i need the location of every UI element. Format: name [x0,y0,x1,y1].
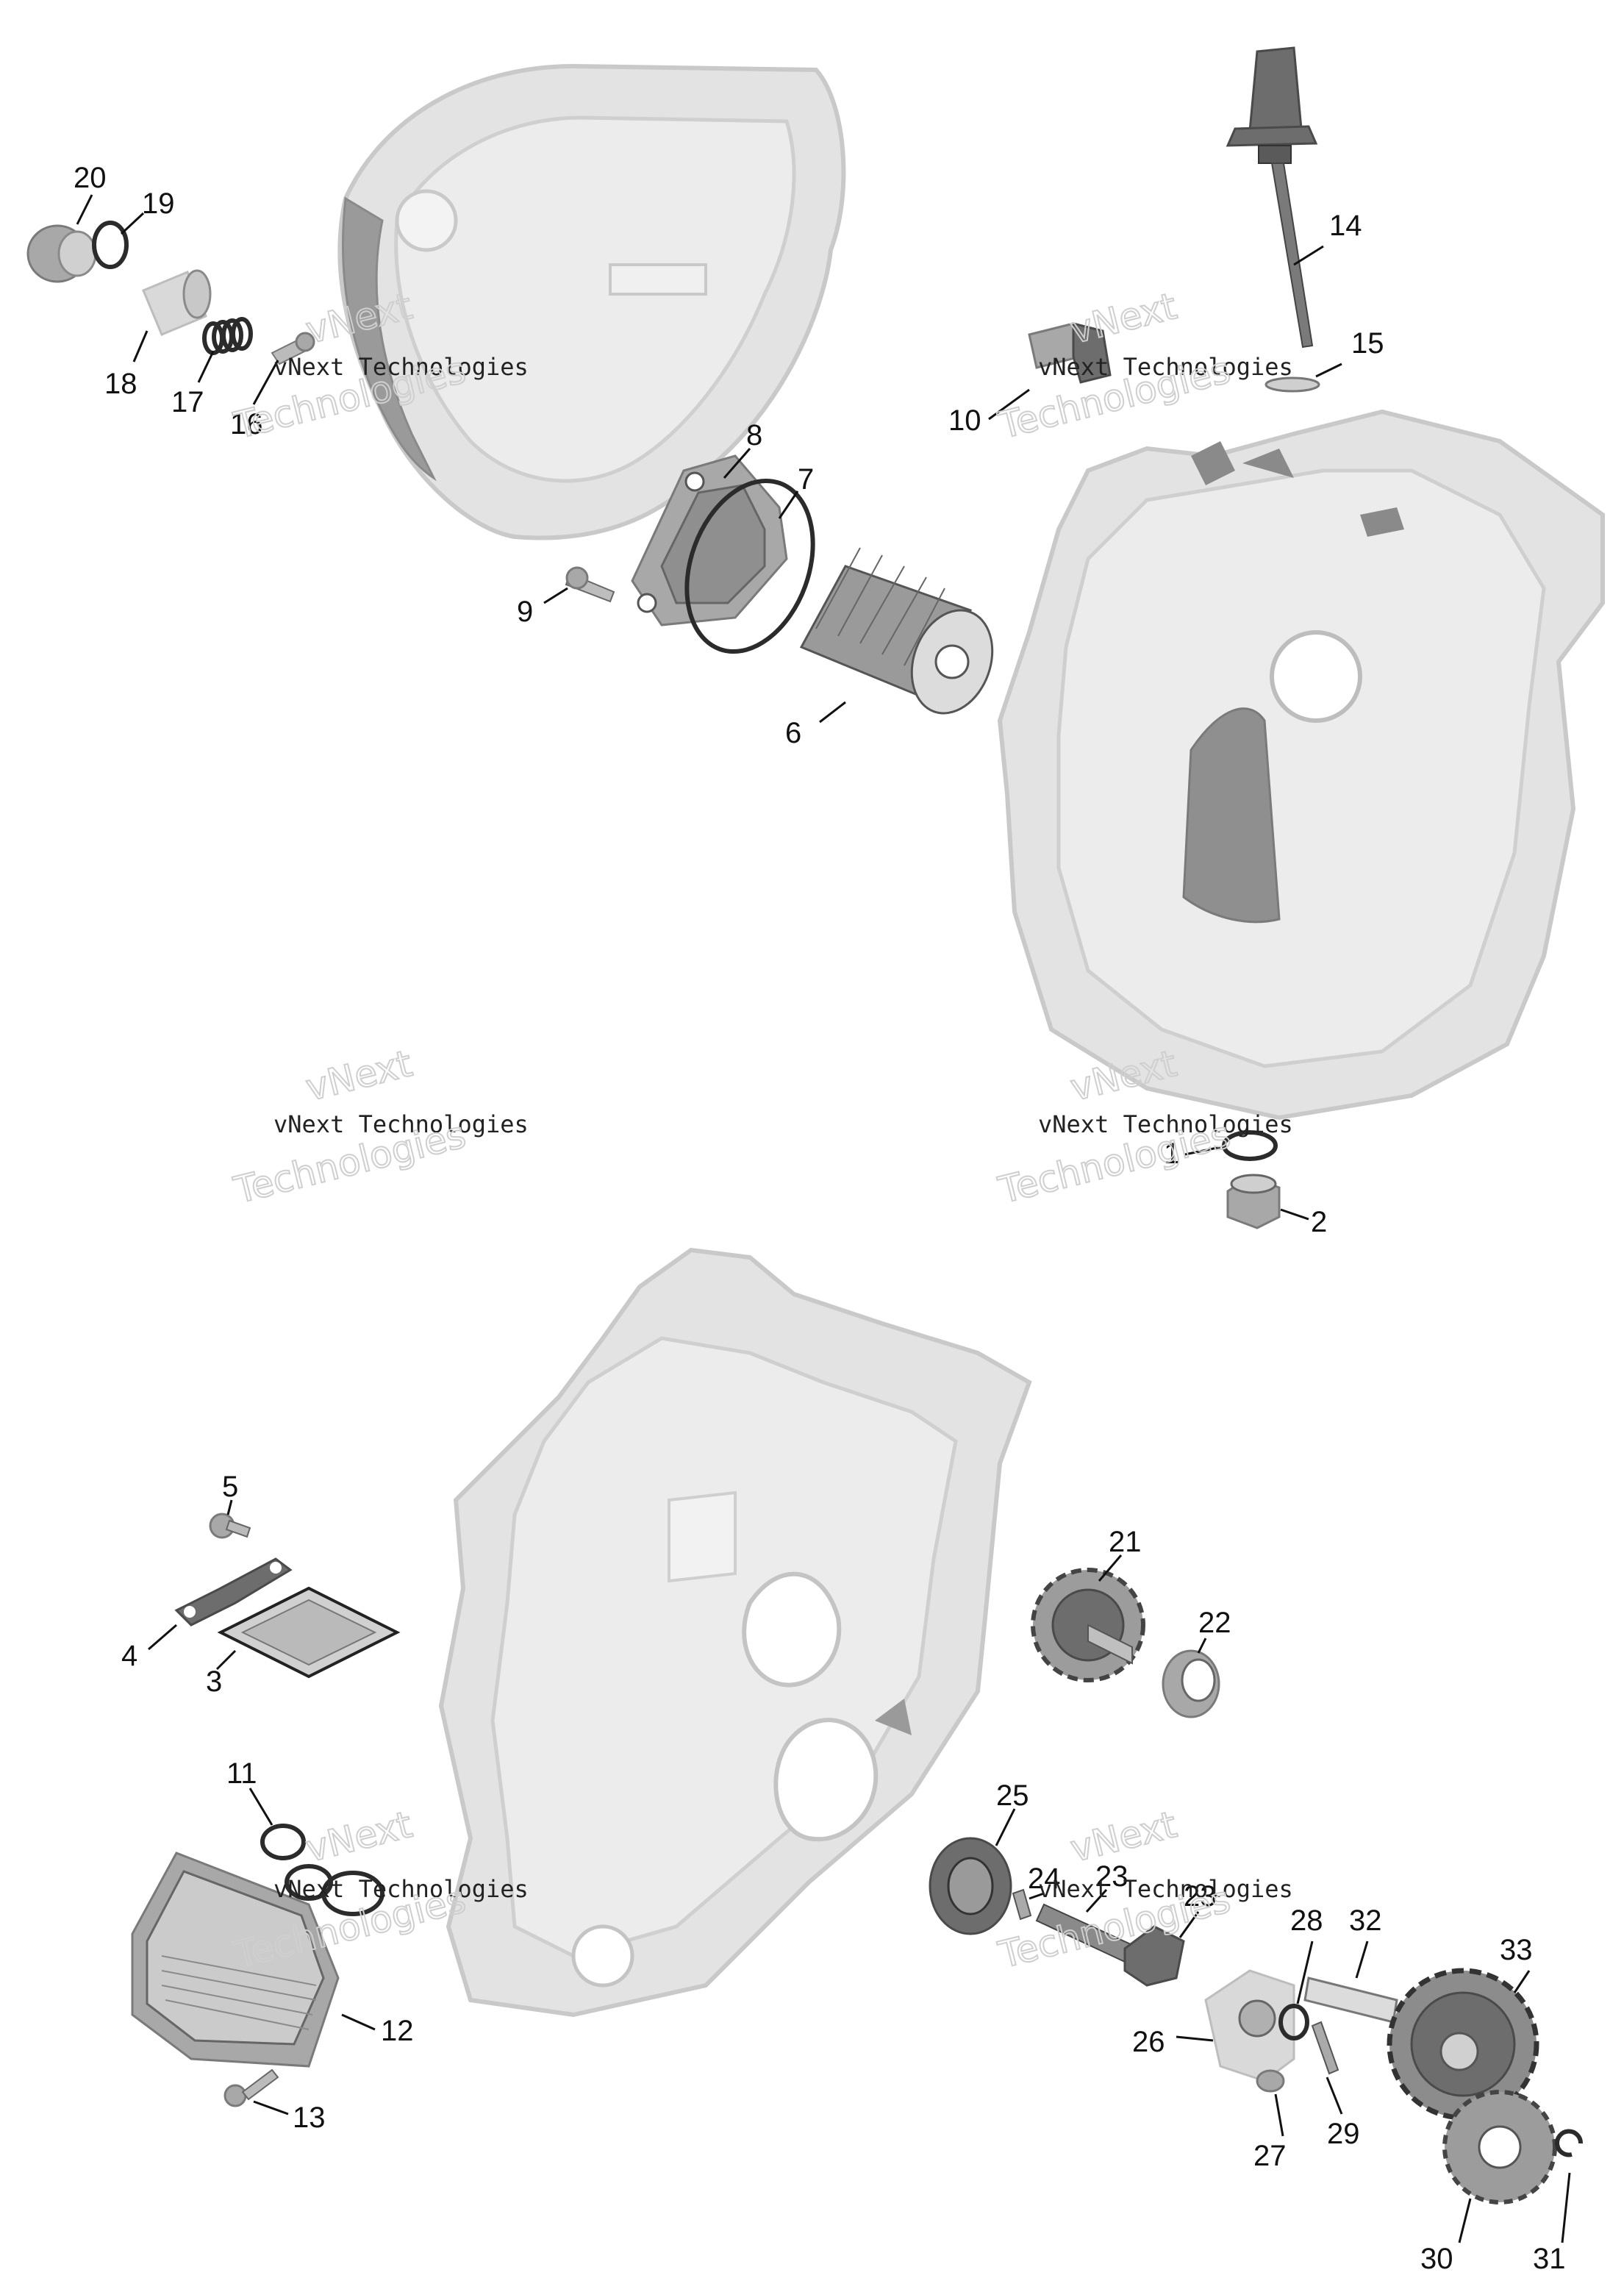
callout-26: 26 [1132,2026,1165,2058]
watermark-mid-left: vNext vNext Technologies Technologies [229,1041,529,1213]
part-2-drain-plug [1226,1174,1281,1229]
part-27-bolt [1256,2069,1285,2093]
callout-32: 32 [1349,1904,1382,1937]
callout-5: 5 [222,1471,238,1503]
part-30-pump-gear [1442,2090,1557,2204]
callout-21: 21 [1109,1526,1142,1558]
callout-6: 6 [785,717,801,749]
callout-17: 17 [171,386,204,418]
part-20-plug-cap [26,224,97,283]
part-26-pump-cover [1204,1969,1295,2082]
svg-text:vNext Technologies: vNext Technologies [1038,353,1293,381]
callout-33: 33 [1500,1934,1533,1966]
part-11-o-rings [260,1824,384,1916]
part-1-o-ring [1222,1130,1278,1161]
part-16-valve [271,332,315,365]
part-13-bolt [223,2068,279,2107]
part-7-o-ring [684,478,815,654]
callout-9: 9 [517,596,533,628]
part-19-o-ring [92,221,129,269]
svg-text:vNext Technologies: vNext Technologies [1038,1110,1293,1138]
part-18-sleeve [142,269,212,336]
callout-15: 15 [1351,327,1384,360]
part-28-washer [1278,2004,1309,2040]
callout-20: 20 [74,162,107,194]
callout-25: 25 [996,1779,1029,1812]
callout-29: 29 [1327,2118,1360,2150]
part-14-dipstick [1226,46,1318,349]
callout-19: 19 [142,188,175,220]
part-23b-inner-rotor [1123,1925,1185,1987]
svg-text:vNext Technologies: vNext Technologies [273,1110,529,1138]
callout-1: 1 [1164,1138,1180,1170]
callout-3: 3 [206,1665,222,1698]
callout-23b: 23 [1184,1880,1217,1913]
callout-7: 7 [798,463,814,496]
part-31-circlip [1555,2129,1584,2157]
part-10-sensor [1028,322,1112,384]
callout-23: 23 [1095,1860,1128,1893]
callout-13: 13 [293,2102,326,2134]
callout-18: 18 [104,368,137,400]
callout-labels: 20 19 18 17 16 8 7 9 6 10 14 15 1 2 5 4 … [74,162,1566,2275]
part-12-oil-cooler [131,1852,340,2068]
part-17-spring [202,317,253,355]
callout-16: 16 [230,408,263,440]
callout-14: 14 [1329,210,1362,242]
svg-text:vNext Technologies: vNext Technologies [273,353,529,381]
svg-text:vNext: vNext [301,1803,416,1871]
watermark-top-right: vNext vNext Technologies Technologies [993,284,1293,448]
crankcase-lower [438,1247,1032,2018]
part-15-o-ring [1264,376,1320,393]
svg-text:vNext: vNext [301,1042,416,1110]
svg-text:vNext Technologies: vNext Technologies [273,1875,529,1903]
crankcase-cover-left [337,63,846,540]
callout-27: 27 [1253,2140,1287,2172]
callout-11: 11 [226,1757,257,1790]
callout-10: 10 [948,404,981,437]
callout-30: 30 [1420,2243,1453,2275]
part-32-shaft [1303,1977,1398,2024]
part-4-plate [174,1557,293,1627]
crankcase-half-right [997,409,1605,1121]
svg-text:vNext: vNext [1066,285,1181,352]
callout-22: 22 [1198,1607,1231,1639]
part-21-gear [1031,1568,1145,1682]
callout-4: 4 [121,1640,137,1672]
part-25-rotor [929,1837,1012,1935]
part-22-bearing [1162,1649,1220,1718]
leader-lines [76,194,1571,2243]
callout-2: 2 [1311,1206,1327,1238]
part-9-bolt [565,566,615,603]
callout-31: 31 [1533,2243,1566,2275]
part-33-drive-gear [1387,1968,1539,2121]
part-6-oil-filter [799,547,994,715]
callout-12: 12 [381,2015,414,2047]
part-3-screen [217,1586,401,1679]
callout-24: 24 [1028,1863,1061,1895]
part-29-pin [1311,2021,1339,2075]
callout-28: 28 [1290,1904,1323,1937]
svg-text:vNext Technologies: vNext Technologies [1038,1875,1293,1903]
callout-8: 8 [746,419,762,451]
part-24-pin [1012,1888,1032,1921]
part-5-bolt [209,1513,251,1539]
